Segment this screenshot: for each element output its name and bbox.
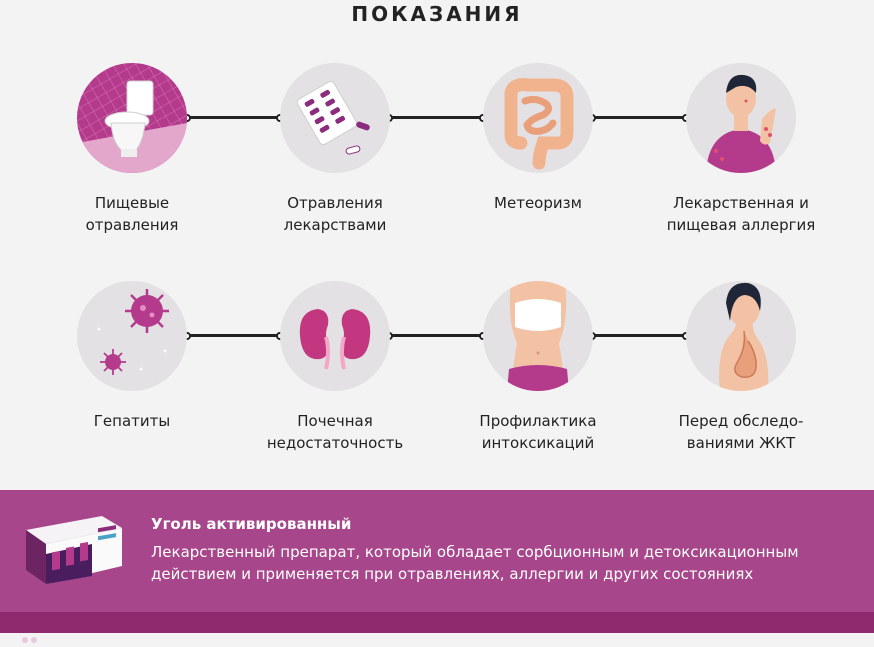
- connector-line: [187, 116, 280, 119]
- torso-icon: [507, 281, 569, 391]
- connector-line: [592, 116, 686, 119]
- indication-label: Отравления лекарствами: [283, 194, 387, 234]
- indication-label: Профилактика интоксикаций: [479, 412, 597, 452]
- indication-label: Перед обследо- ваниями ЖКТ: [678, 412, 804, 452]
- connector-line: [187, 334, 280, 337]
- connector-line: [389, 334, 483, 337]
- page-title: ПОКАЗАНИЯ: [351, 2, 523, 26]
- indication-label: Гепатиты: [93, 412, 171, 430]
- kidneys-icon: [299, 309, 371, 370]
- connector-line: [389, 116, 483, 119]
- allergy-man-icon: [706, 74, 776, 173]
- indication-hepatitis: [77, 281, 187, 391]
- indication-label: Лекарственная и пищевая аллергия: [666, 194, 816, 234]
- indication-label: Пищевые отравления: [85, 194, 179, 234]
- indications-grid: Пищевые отравления Отравления лекарствам…: [77, 63, 816, 452]
- footer-dots-icon: [22, 628, 52, 643]
- indication-label: Почечная недостаточность: [266, 412, 404, 452]
- indication-food-poisoning: [77, 63, 187, 173]
- indication-gi-exam: [686, 281, 796, 391]
- intestines-icon: [504, 78, 574, 170]
- medicine-pack-icon: [20, 508, 125, 588]
- indication-allergy: [686, 63, 796, 173]
- product-name: Уголь активированный: [151, 515, 352, 533]
- indication-kidney-failure: [280, 281, 390, 391]
- indication-intoxication-prevention: [483, 281, 593, 391]
- indication-label: Метеоризм: [494, 194, 582, 212]
- product-description: Лекарственный препарат, который обладает…: [151, 543, 799, 583]
- stomach-icon: [719, 282, 769, 391]
- pills-icon: [296, 80, 370, 155]
- product-banner: Уголь активированный Лекарственный препа…: [0, 490, 874, 612]
- connector-line: [592, 334, 686, 337]
- indication-flatulence: [483, 63, 593, 173]
- virus-icon: [97, 289, 169, 375]
- footer-bar: [0, 612, 874, 643]
- indication-drug-poisoning: [280, 63, 390, 173]
- toilet-icon: [77, 63, 187, 173]
